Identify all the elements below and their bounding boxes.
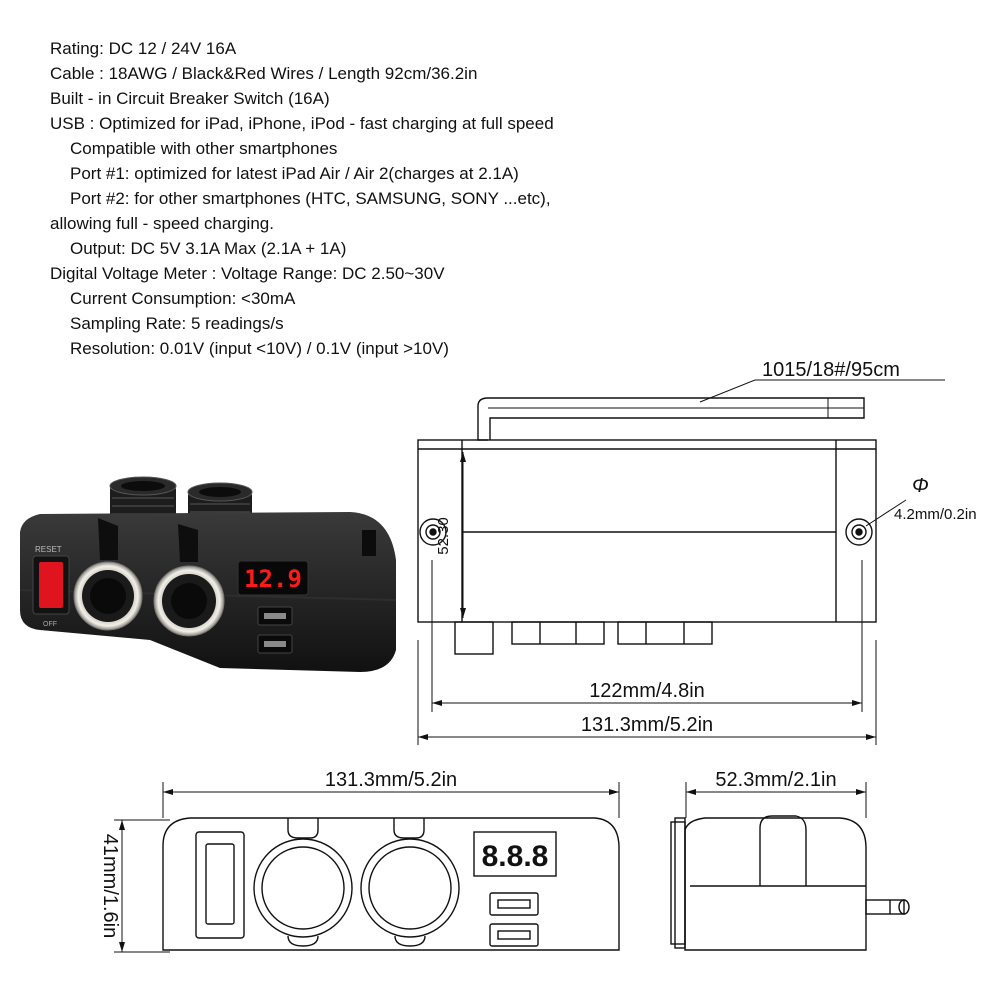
side-view	[670, 782, 910, 951]
outer-width-label: 131.3mm/5.2in	[581, 714, 713, 736]
front-socket-right	[360, 838, 460, 947]
spec-usb: USB : Optimized for iPad, iPhone, iPod -…	[50, 114, 554, 133]
switch-tab	[454, 621, 494, 655]
front-height-label: 41mm/1.6in	[99, 834, 121, 939]
socket-tab-right	[617, 621, 713, 645]
usb-port-1-photo	[257, 606, 293, 626]
voltmeter-reading: 12.9	[244, 565, 302, 593]
mounting-hole-right	[845, 518, 873, 546]
spec-output: Output: DC 5V 3.1A Max (2.1A + 1A)	[70, 239, 347, 258]
front-usb-port-1	[489, 892, 539, 916]
front-display-digits: 8.8.8	[482, 840, 549, 873]
cable	[477, 397, 865, 441]
front-switch	[195, 831, 245, 939]
top-view-body	[417, 439, 877, 623]
spec-cable: Cable : 18AWG / Black&Red Wires / Length…	[50, 64, 478, 83]
side-view-body	[684, 817, 867, 951]
inner-width-label: 122mm/4.8in	[589, 680, 705, 702]
spec-resolution: Resolution: 0.01V (input <10V) / 0.1V (i…	[70, 339, 449, 358]
usb-port-2-photo	[257, 634, 293, 654]
side-depth-label: 52.3mm/2.1in	[715, 769, 836, 791]
voltmeter-display	[237, 560, 309, 596]
spec-usb-compat: Compatible with other smartphones	[70, 139, 338, 158]
off-label: OFF	[43, 621, 57, 628]
spec-sampling: Sampling Rate: 5 readings/s	[70, 314, 284, 333]
spec-list: Rating: DC 12 / 24V 16A Cable : 18AWG / …	[50, 36, 710, 361]
front-display	[473, 831, 557, 877]
front-usb-port-2	[489, 923, 539, 947]
hole-diameter-label: 4.2mm/0.2in	[894, 506, 977, 523]
spec-port-1: Port #1: optimized for latest iPad Air /…	[70, 164, 519, 183]
cable-spec-label: 1015/18#/95cm	[762, 359, 900, 381]
side-plug	[865, 899, 910, 915]
top-height-label: 52.30	[435, 517, 452, 555]
diameter-symbol: Φ	[912, 475, 929, 497]
front-view-body	[162, 817, 620, 951]
lighter-socket-right	[153, 565, 225, 637]
spec-rating: Rating: DC 12 / 24V 16A	[50, 39, 237, 58]
product-photo: RESET OFF 12.9	[19, 476, 397, 672]
spec-voltmeter: Digital Voltage Meter : Voltage Range: D…	[50, 264, 445, 283]
spec-breaker: Built - in Circuit Breaker Switch (16A)	[50, 89, 330, 108]
reset-switch	[39, 562, 63, 608]
spec-port-2: Port #2: for other smartphones (HTC, SAM…	[70, 189, 551, 208]
side-front-plate	[670, 821, 686, 945]
front-view	[114, 782, 620, 953]
spec-consumption: Current Consumption: <30mA	[70, 289, 296, 308]
front-width-label: 131.3mm/5.2in	[325, 769, 457, 791]
spec-port-2-cont: allowing full - speed charging.	[50, 214, 274, 233]
front-socket-left	[253, 838, 353, 947]
reset-label: RESET	[35, 545, 62, 554]
top-view	[417, 379, 945, 745]
mounting-hole-left	[419, 518, 447, 546]
socket-tab-left	[511, 621, 605, 645]
lighter-socket-left	[73, 561, 143, 631]
